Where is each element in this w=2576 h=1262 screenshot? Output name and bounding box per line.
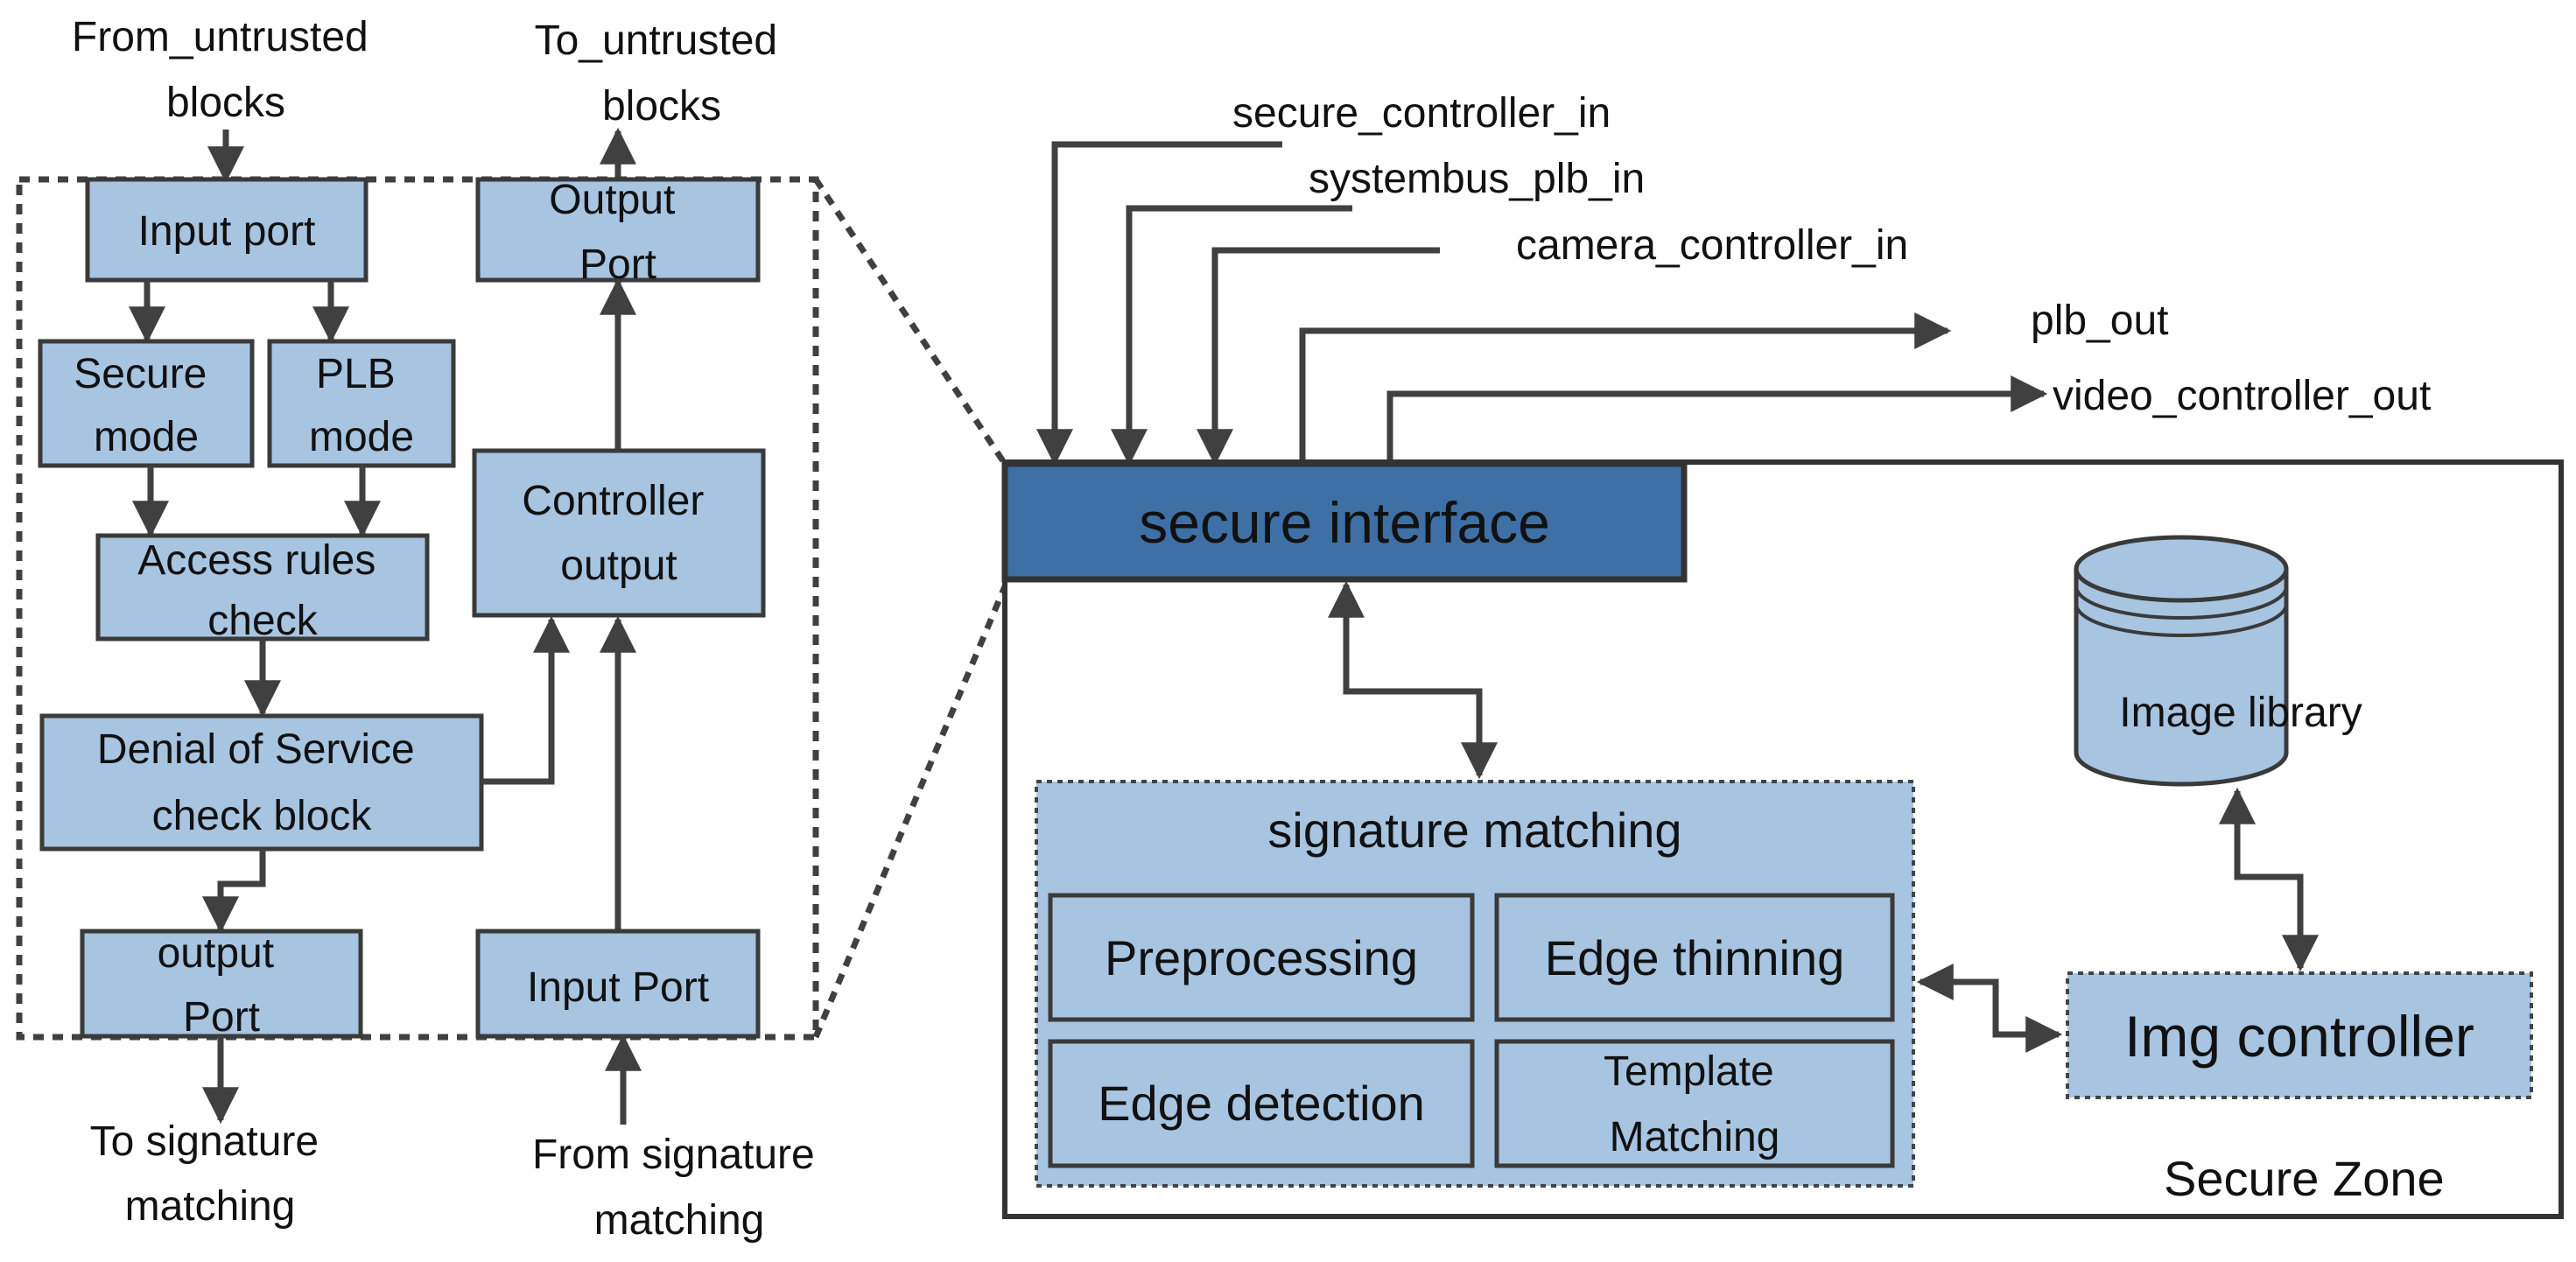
arrow-dos-output <box>202 849 266 934</box>
detail-outline <box>16 176 819 1041</box>
zoom-line-top <box>813 178 1007 466</box>
signature-imgcontroller-link <box>1916 964 2063 1053</box>
dos-check-label: Denial of Service check block <box>97 726 426 839</box>
template-matching-box <box>1494 1039 1895 1168</box>
output-port-top-box <box>475 177 761 283</box>
controller-output-box <box>472 448 766 618</box>
arrow-dos-controller <box>481 615 570 785</box>
output-port-bottom-label: output Port <box>158 930 286 1041</box>
output-port-top-label: Output Port <box>549 177 686 288</box>
edge-detection-box <box>1048 1039 1475 1168</box>
from-signature-label: From signature matching <box>532 1132 826 1244</box>
secure-controller-in-label: secure_controller_in <box>1232 90 1611 137</box>
secure-controller-in-line <box>1036 141 1282 466</box>
systembus-plb-in-label: systembus_plb_in <box>1309 156 1645 202</box>
access-rules-box <box>95 533 430 642</box>
edge-thinning-label: Edge thinning <box>1545 930 1845 985</box>
plb-mode-label: PLB mode <box>309 351 414 460</box>
secure-mode-label: Secure mode <box>74 351 218 460</box>
video-controller-out-line <box>1386 375 2048 462</box>
library-imgcontroller-link <box>2219 787 2319 972</box>
preprocessing-label: Preprocessing <box>1105 930 1418 985</box>
secure-zone-label: Secure Zone <box>2164 1151 2445 1206</box>
edge-detection-label: Edge detection <box>1098 1076 1425 1131</box>
controller-output-label: Controller output <box>522 478 715 589</box>
preprocessing-box <box>1048 893 1475 1022</box>
plb-out-line <box>1299 312 1952 462</box>
interface-signature-link <box>1328 580 1498 780</box>
access-rules-label: Access rules check <box>137 537 387 644</box>
signature-matching-label: signature matching <box>1267 803 1681 858</box>
input-port-top-box <box>85 177 369 283</box>
to-signature-label: To signature matching <box>90 1118 331 1230</box>
secure-zone-outline <box>1002 459 2564 1219</box>
input-port-bottom-box <box>475 929 761 1039</box>
secure-mode-box <box>38 339 255 468</box>
output-port-bottom-box <box>80 929 363 1039</box>
input-port-top-label: Input port <box>138 208 316 255</box>
camera-controller-in-label: camera_controller_in <box>1516 222 1908 269</box>
input-port-bottom-label: Input Port <box>527 964 709 1011</box>
plb-out-label: plb_out <box>2031 298 2168 344</box>
image-library-label: Image library <box>2119 690 2362 736</box>
img-controller-label: Img controller <box>2124 1004 2474 1069</box>
to-untrusted-label: To_untrusted blocks <box>535 18 790 130</box>
secure-interface-label: secure interface <box>1139 490 1550 555</box>
camera-controller-in-line <box>1197 247 1440 466</box>
from-untrusted-label: From_untrusted blocks <box>72 14 380 126</box>
secure-interface-box <box>1001 460 1688 583</box>
zoom-line-bottom <box>812 585 1008 1039</box>
video-controller-out-label: video_controller_out <box>2053 373 2431 419</box>
systembus-plb-in-line <box>1111 205 1352 466</box>
img-controller-box <box>2066 971 2533 1099</box>
template-matching-label: Template Matching <box>1604 1048 1786 1160</box>
image-library-cylinder <box>2074 535 2289 787</box>
edge-thinning-box <box>1494 893 1895 1022</box>
